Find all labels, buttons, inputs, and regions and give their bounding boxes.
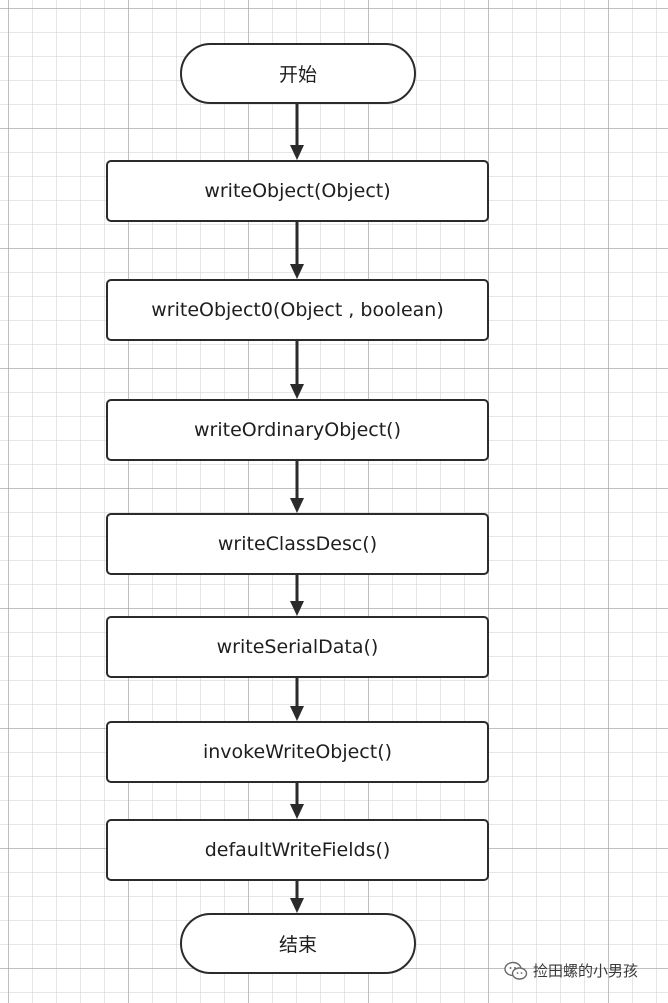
arrow-head [290,804,304,819]
start-node: 开始 [180,43,416,104]
step-label: writeClassDesc() [217,533,378,555]
end-node: 结束 [180,913,416,974]
watermark: 捡田螺的小男孩 [504,960,638,981]
step-write-class-desc: writeClassDesc() [106,513,489,575]
step-label: writeOrdinaryObject() [194,419,401,441]
step-write-object0: writeObject0(Object , boolean) [106,279,489,341]
step-label: writeSerialData() [216,636,379,658]
arrow-head [290,498,304,513]
arrow-head [290,898,304,913]
step-label: defaultWriteFields() [204,839,391,861]
arrow-head [290,384,304,399]
start-label: 开始 [278,64,317,86]
step-label: invokeWriteObject() [202,741,393,763]
wechat-icon [504,961,528,980]
arrow-head [290,145,304,160]
step-label: writeObject(Object) [204,180,391,202]
step-default-write-fields: defaultWriteFields() [106,819,489,881]
step-invoke-write-object: invokeWriteObject() [106,721,489,783]
step-write-ordinary-object: writeOrdinaryObject() [106,399,489,461]
arrow-head [290,601,304,616]
arrow-head [290,706,304,721]
step-write-object: writeObject(Object) [106,160,489,222]
step-write-serial-data: writeSerialData() [106,616,489,678]
end-label: 结束 [278,934,317,956]
watermark-text: 捡田螺的小男孩 [533,962,639,980]
arrow-head [290,264,304,279]
step-label: writeObject0(Object , boolean) [151,299,444,321]
